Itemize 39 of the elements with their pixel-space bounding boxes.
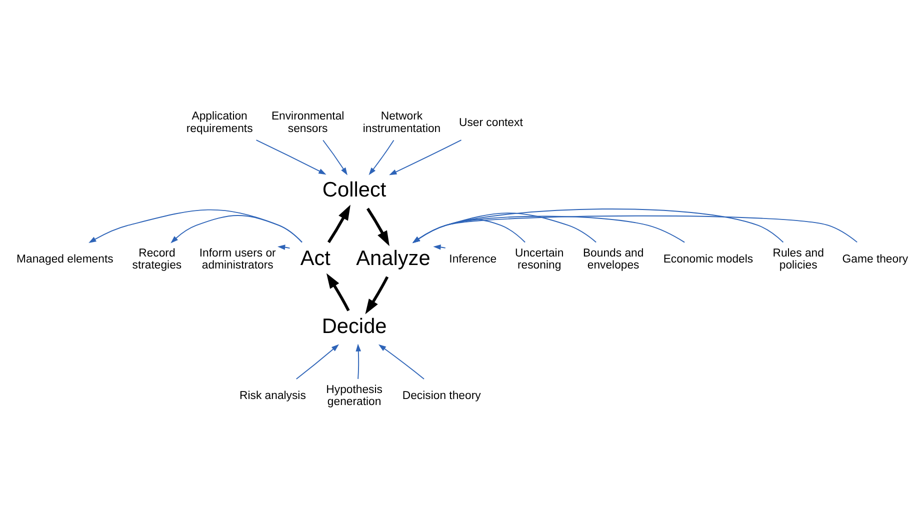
arrow <box>356 343 362 379</box>
node-text: Analyze <box>356 246 430 270</box>
arrow <box>326 272 350 311</box>
arrow <box>322 139 348 175</box>
node-text: Network instrumentation <box>362 110 441 134</box>
arrow <box>412 208 784 243</box>
arrow <box>378 344 424 379</box>
arrow <box>366 207 390 246</box>
arrow <box>365 276 389 314</box>
arrow <box>412 215 686 243</box>
arrow <box>412 218 526 243</box>
node-text: User context <box>459 116 523 128</box>
arrow <box>412 214 858 243</box>
node-text: Act <box>300 246 330 270</box>
arrow <box>327 204 350 243</box>
node-text: Rules and policies <box>772 246 824 272</box>
node-text: Inference <box>449 252 497 265</box>
arrow <box>389 139 462 175</box>
arrow <box>412 212 597 243</box>
node-text: Risk analysis <box>240 390 306 402</box>
node-text: Hypothesis generation <box>326 383 382 408</box>
node-text: Uncertain resoning <box>514 246 564 272</box>
arrow <box>88 208 302 243</box>
node-text: Decision theory <box>402 390 481 402</box>
arrow <box>296 344 339 379</box>
arrow <box>368 139 394 175</box>
node-text: Managed elements <box>16 252 114 265</box>
arrow <box>278 244 290 250</box>
node-text: Economic models <box>663 252 754 265</box>
node-text: Collect <box>322 178 386 201</box>
node-text: Decide <box>322 314 387 338</box>
node-text: Inform users or administrators <box>199 246 276 272</box>
node-text: Environmental sensors <box>271 110 344 134</box>
node-text: Bounds and envelopes <box>582 246 644 272</box>
arrow <box>256 139 326 174</box>
node-text: Application requirements <box>186 110 253 134</box>
node-text: Game theory <box>842 252 908 265</box>
arrow <box>170 214 302 243</box>
node-text: Record strategies <box>132 246 182 272</box>
